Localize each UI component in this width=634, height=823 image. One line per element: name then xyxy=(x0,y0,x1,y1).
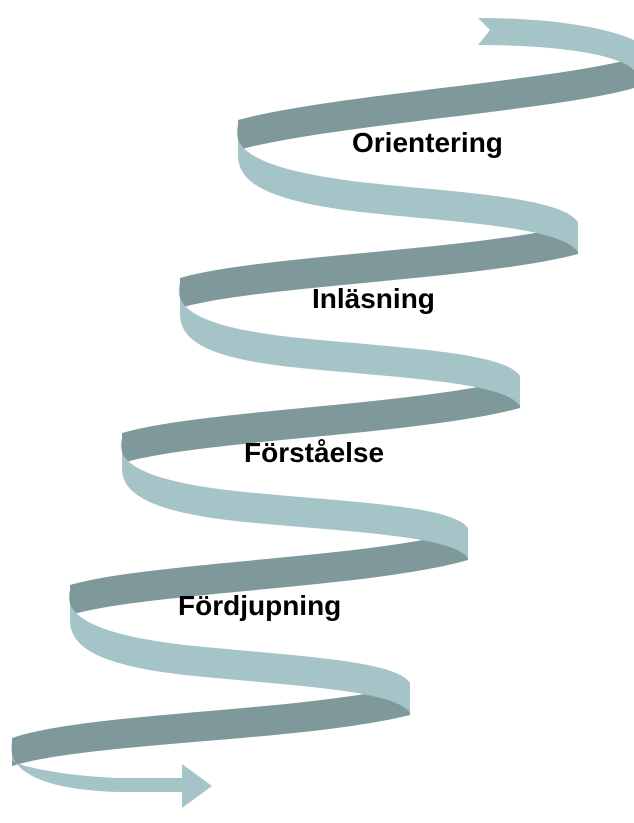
ribbon-front-band-1 xyxy=(236,125,578,252)
ribbon-front-band-2 xyxy=(178,283,520,406)
stage-label-inlasning: Inläsning xyxy=(312,283,435,314)
ribbon-back-band-2 xyxy=(180,224,578,308)
ribbon-top-entry xyxy=(478,18,634,70)
stage-label-fordjupning: Fördjupning xyxy=(178,590,341,621)
stage-labels: Orientering Inläsning Förståelse Fördjup… xyxy=(178,127,503,621)
ribbon-front-band-4 xyxy=(68,590,410,713)
ribbon-back-band-5 xyxy=(12,685,410,766)
ribbon-bottom-exit xyxy=(11,742,212,808)
ribbon-back-band-3 xyxy=(122,378,520,463)
stage-label-orientering: Orientering xyxy=(352,127,503,158)
ribbon-back-bands xyxy=(12,58,634,766)
ribbon-front-band-3 xyxy=(120,438,469,558)
ribbon-back-band-1 xyxy=(238,58,634,150)
stage-label-forstaelse: Förståelse xyxy=(244,437,384,468)
ribbon-front-bands xyxy=(11,18,634,808)
ribbon-back-band-4 xyxy=(70,530,468,615)
